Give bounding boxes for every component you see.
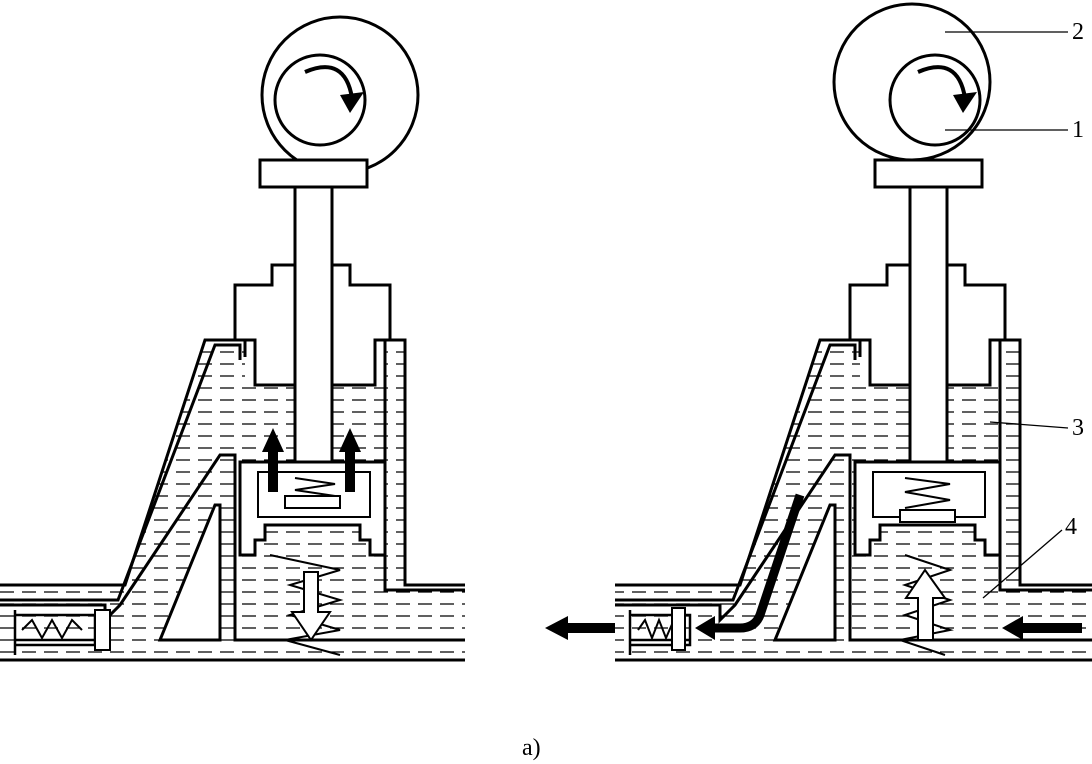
left-tappet-head xyxy=(258,158,369,189)
left-up-arrow-2-icon xyxy=(345,450,355,492)
leader-3 xyxy=(989,421,1069,429)
right-valve-spring xyxy=(904,477,951,509)
left-up-arrow-1-head-icon xyxy=(262,428,284,452)
left-check-plug xyxy=(94,609,111,651)
right-housing xyxy=(615,338,1092,642)
callout-4: 4 xyxy=(1065,514,1077,540)
right-rotation-arrowhead-icon xyxy=(953,92,977,113)
right-valve-disc xyxy=(899,509,956,523)
right-fluid xyxy=(615,351,1092,653)
callout-leaders xyxy=(945,31,1069,599)
figure-caption: a) xyxy=(522,735,541,761)
callout-1: 1 xyxy=(1072,117,1084,143)
right-housing-inner xyxy=(615,343,857,602)
right-pump xyxy=(545,2,1092,662)
right-flow-arrows xyxy=(545,493,1082,640)
right-inlet-arrow-head-icon xyxy=(1002,616,1023,640)
right-rotation-arrow-icon xyxy=(917,65,967,99)
left-up-arrow-2-head-icon xyxy=(339,428,361,452)
left-passage-wall xyxy=(157,503,222,642)
right-delivery-flow-icon xyxy=(712,493,805,633)
right-check-plug xyxy=(671,607,686,651)
left-check-valve xyxy=(13,610,97,655)
left-body-top xyxy=(233,263,392,387)
callout-3: 3 xyxy=(1072,415,1084,441)
right-body-top xyxy=(848,263,1007,387)
right-delivery-flow-head-icon xyxy=(695,616,715,640)
left-rotation-arrow-icon xyxy=(304,65,354,99)
right-outlet-arrow-head-icon xyxy=(545,616,568,640)
callout-2: 2 xyxy=(1072,19,1084,45)
left-housing xyxy=(0,338,465,642)
leader-4 xyxy=(982,529,1063,599)
right-check-spring xyxy=(637,617,674,641)
left-check-spring xyxy=(21,617,83,641)
left-rotation-arrowhead-icon xyxy=(340,92,364,113)
left-valve-disc xyxy=(284,495,341,509)
left-plunger-rod xyxy=(293,185,334,464)
right-tappet-head xyxy=(873,158,984,189)
left-up-arrow-1-icon xyxy=(268,450,278,492)
right-plunger-rod xyxy=(908,185,949,464)
left-pump xyxy=(0,15,465,662)
left-housing-inner xyxy=(0,343,242,602)
left-up-arrows xyxy=(262,428,361,492)
left-down-arrow-icon xyxy=(290,571,332,642)
right-outlet-arrow-icon xyxy=(565,623,615,633)
right-up-arrow-icon xyxy=(904,568,947,641)
right-passage-wall xyxy=(772,503,837,642)
left-valve-spring xyxy=(294,477,336,497)
right-inlet-arrow-icon xyxy=(1020,623,1082,633)
